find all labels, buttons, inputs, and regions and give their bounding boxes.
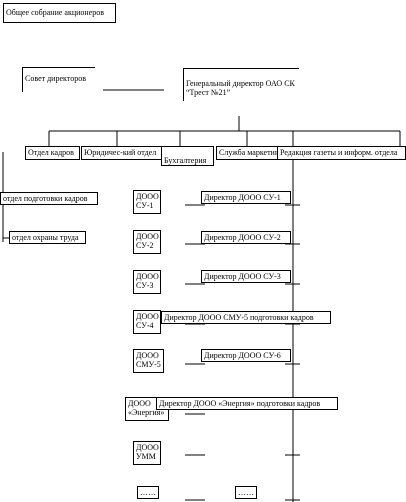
box-hr-training-dept: отдел подготовки кадров [0, 192, 98, 205]
box-dooo-su1: ДООО СУ-1 [133, 190, 161, 214]
box-ellipsis-right: …… [235, 486, 257, 499]
box-ellipsis-left: …… [137, 486, 159, 499]
box-dooo-umm: ДООО УММ [133, 441, 161, 465]
box-board-of-directors: Совет директоров [22, 67, 95, 92]
box-dooo-smu5: ДООО СМУ-5 [133, 349, 164, 373]
box-labor-protection-dept: отдел охраны труда [9, 231, 86, 244]
box-director-su3: Директор ДООО СУ-3 [201, 270, 291, 283]
box-general-director: Генеральный директор ОАО СК “Трест №21” [183, 68, 299, 101]
box-legal-department: Юридичес-кий отдел [81, 146, 162, 160]
box-director-smu5: Директор ДООО СМУ-5 подготовки кадров [161, 311, 331, 324]
box-director-su6: Директор ДООО СУ-6 [201, 349, 291, 362]
box-shareholders-meeting: Общее собрание акционеров [3, 3, 116, 23]
box-accounting: Бухгалтерия [161, 146, 214, 166]
box-dooo-su3: ДООО СУ-3 [133, 270, 161, 294]
box-newspaper-info-dept: Редакция газеты и информ. отдела [277, 146, 406, 160]
box-dooo-su4: ДООО СУ-4 [133, 310, 161, 334]
box-marketing: Служба маркетинга [216, 146, 278, 160]
box-dooo-su2: ДООО СУ-2 [133, 230, 161, 254]
box-director-energy: Директор ДООО «Энергия» подготовки кадро… [156, 397, 338, 410]
box-hr-department: Отдел кадров [25, 146, 80, 160]
box-director-su2: Директор ДООО СУ-2 [201, 231, 291, 244]
box-director-su1: Директор ДООО СУ-1 [201, 191, 291, 204]
